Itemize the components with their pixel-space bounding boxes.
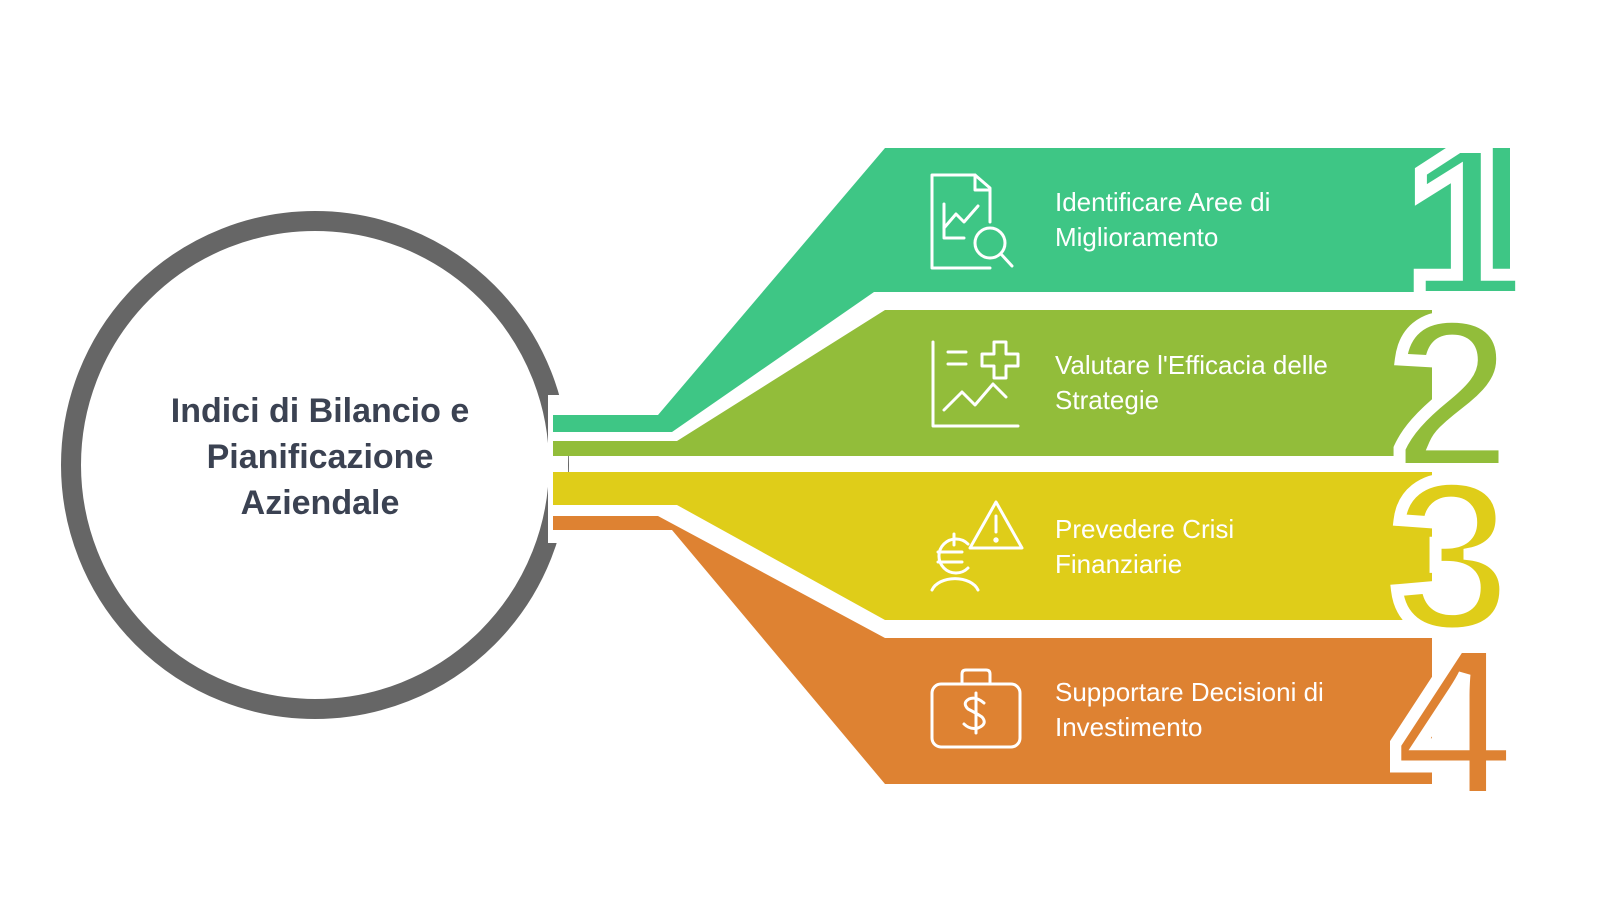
chart-search-icon — [930, 173, 1014, 270]
item-4-line-2: Investimento — [1055, 712, 1203, 742]
number-4-wrap: 4 — [1390, 628, 1540, 798]
band-1 — [553, 148, 1510, 432]
strategy-chart-icon — [931, 340, 1020, 428]
number-2: 2 — [1390, 300, 1519, 470]
item-3-line-2: Finanziarie — [1055, 549, 1183, 579]
number-1: 1 — [1400, 140, 1528, 295]
crisis-warning-icon — [930, 500, 1024, 592]
band-4-stub — [553, 516, 573, 530]
band-1-stub — [553, 415, 573, 432]
center-title: Indici di Bilancio e Pianificazione Azie… — [130, 388, 510, 526]
item-1-line-2: Miglioramento — [1055, 222, 1219, 252]
band-3-stub — [553, 472, 573, 505]
center-title-line-2: Pianificazione — [206, 438, 434, 476]
number-3-wrap: 3 — [1390, 462, 1540, 632]
item-2-line-2: Strategie — [1055, 385, 1160, 415]
item-2-line-1: Valutare l'Efficacia delle — [1055, 350, 1328, 380]
band-3 — [553, 472, 1432, 620]
item-2-label: Valutare l'Efficacia delle Strategie — [1055, 348, 1385, 418]
band-4 — [553, 516, 1432, 784]
item-1-label: Identificare Aree di Miglioramento — [1055, 185, 1385, 255]
item-4-line-1: Supportare Decisioni di — [1055, 677, 1324, 707]
number-1-wrap: 1 — [1398, 140, 1528, 295]
item-1-line-1: Identificare Aree di — [1055, 187, 1271, 217]
number-3: 3 — [1390, 462, 1519, 632]
band-2-stub — [553, 441, 573, 456]
number-4: 4 — [1390, 628, 1519, 798]
item-4-label: Supportare Decisioni di Investimento — [1055, 675, 1385, 745]
briefcase-dollar-icon — [930, 668, 1022, 749]
number-2-wrap: 2 — [1390, 300, 1540, 470]
center-title-line-1: Indici di Bilancio e — [170, 392, 470, 430]
item-3-label: Prevedere Crisi Finanziarie — [1055, 512, 1385, 582]
item-3-line-1: Prevedere Crisi — [1055, 514, 1235, 544]
center-title-line-3: Aziendale — [240, 484, 400, 522]
